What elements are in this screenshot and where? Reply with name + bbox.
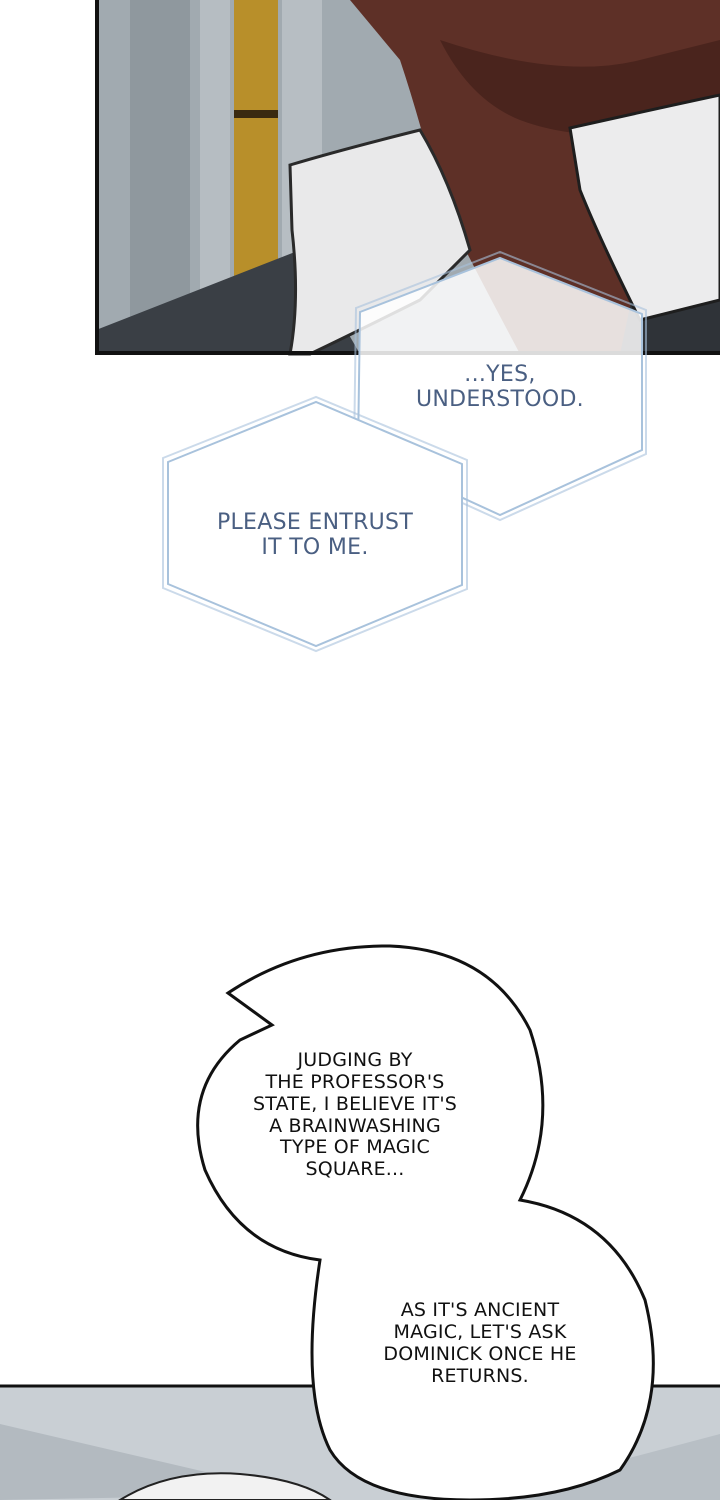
speech-bubble-group bbox=[196, 944, 655, 1500]
speech-bubble-1-text: JUDGING BY THE PROFESSOR'S STATE, I BELI… bbox=[252, 1049, 457, 1181]
hex-bubble-1-text: ...YES, UNDERSTOOD. bbox=[416, 362, 584, 413]
hex-bubble-2 bbox=[162, 395, 468, 653]
speech-bubble-2-text: AS IT'S ANCIENT MAGIC, LET'S ASK DOMINIC… bbox=[383, 1299, 577, 1387]
white-hair bbox=[118, 1472, 332, 1500]
collar-right bbox=[568, 93, 720, 322]
gold-trim-line bbox=[234, 110, 278, 118]
wall-pillar bbox=[130, 0, 190, 354]
speech-bubble bbox=[196, 944, 655, 1500]
hex-bubble-2-text: PLEASE ENTRUST IT TO ME. bbox=[216, 510, 414, 561]
top-panel bbox=[95, 0, 720, 356]
